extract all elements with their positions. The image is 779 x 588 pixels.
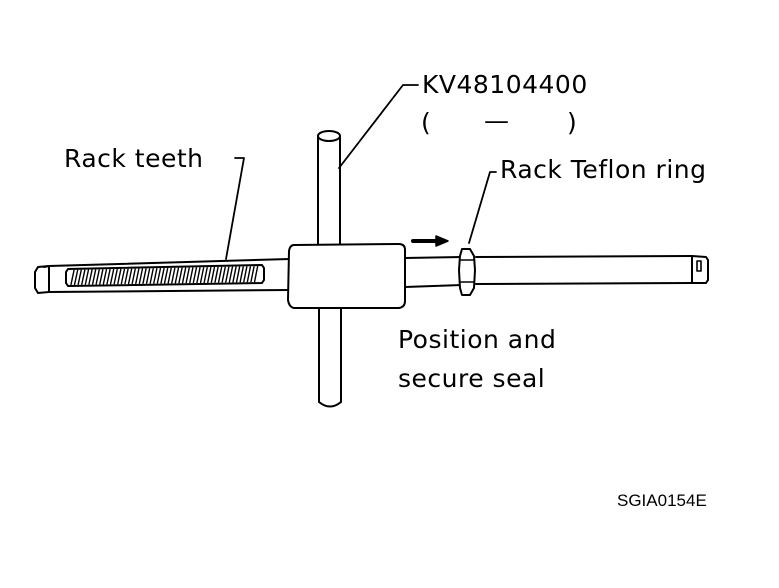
rack-tooth xyxy=(84,269,90,285)
rack-tooth xyxy=(124,268,129,285)
tool-number-label: KV48104400 xyxy=(422,70,588,99)
rack-tooth xyxy=(73,269,79,286)
rack-tooth xyxy=(196,267,201,284)
tool-dash: — xyxy=(484,106,510,135)
position-label-line1: Position and xyxy=(398,325,557,354)
rack-shaft-right xyxy=(404,255,709,288)
rack-tooth xyxy=(171,267,176,284)
position-label-line2: secure seal xyxy=(398,364,546,393)
rack-tooth xyxy=(250,266,255,283)
teflon-ring-label: Rack Teflon ring xyxy=(500,155,707,184)
rack-tooth xyxy=(189,267,194,284)
tool-handle-upper xyxy=(317,130,341,251)
rack-shaft-left xyxy=(34,258,291,294)
rack-tooth xyxy=(210,266,216,283)
rack-tooth xyxy=(160,267,165,284)
rack-teeth-label: Rack teeth xyxy=(64,144,204,173)
rack-tooth xyxy=(203,266,208,284)
rack-tooth xyxy=(207,266,212,284)
rack-tooth xyxy=(106,268,111,285)
tool-paren-open: ( xyxy=(421,108,432,137)
rack-tooth xyxy=(131,268,136,285)
rack-tooth xyxy=(153,268,158,284)
rack-tooth xyxy=(174,267,180,284)
rack-teeth xyxy=(65,264,265,287)
rack-tooth xyxy=(163,267,169,284)
tool-body xyxy=(287,243,406,309)
figure-code: SGIA0154E xyxy=(617,491,707,510)
rack-tooth xyxy=(142,268,147,285)
rack-tooth xyxy=(91,269,97,285)
rack-tooth xyxy=(156,267,162,284)
leader-tool xyxy=(338,84,419,169)
leader-teflon-ring xyxy=(468,171,497,244)
rack-tooth xyxy=(138,268,144,285)
leader-rack-teeth xyxy=(225,157,245,260)
rack-tooth xyxy=(70,269,75,286)
rack-tooth xyxy=(109,268,115,285)
rack-tooth xyxy=(225,266,230,283)
rack-tooth xyxy=(99,269,104,285)
rack-tooth xyxy=(77,269,82,286)
rack-tooth xyxy=(167,267,172,284)
tool-paren-close: ) xyxy=(567,108,578,137)
rack-tooth xyxy=(199,267,205,284)
rack-tooth xyxy=(228,266,234,283)
rack-tooth xyxy=(232,266,237,283)
rack-tooth xyxy=(243,266,248,283)
rack-tooth xyxy=(149,268,154,284)
rack-tooth xyxy=(120,268,126,285)
rack-tooth xyxy=(102,269,108,285)
direction-arrow xyxy=(411,235,449,247)
rack-tooth xyxy=(214,266,219,283)
rack-tooth xyxy=(239,266,244,283)
rack-tooth xyxy=(117,268,122,285)
rack-tooth xyxy=(192,267,198,284)
rack-tooth xyxy=(253,265,259,283)
tool-handle-lower xyxy=(318,307,342,408)
rack-tooth xyxy=(178,267,183,284)
rack-tooth xyxy=(127,268,133,285)
rack-tooth xyxy=(185,267,190,284)
rack-tooth xyxy=(88,269,93,285)
rack-tooth xyxy=(217,266,223,283)
rack-tooth xyxy=(113,268,118,285)
rack-tooth xyxy=(181,267,187,284)
rack-tooth xyxy=(81,269,86,285)
teflon-ring xyxy=(458,248,476,296)
rack-tooth xyxy=(246,266,252,283)
rack-tooth xyxy=(95,269,100,285)
rack-tooth xyxy=(145,268,151,284)
rack-tooth xyxy=(221,266,226,283)
rack-tooth xyxy=(235,266,241,283)
rack-tooth xyxy=(135,268,140,285)
